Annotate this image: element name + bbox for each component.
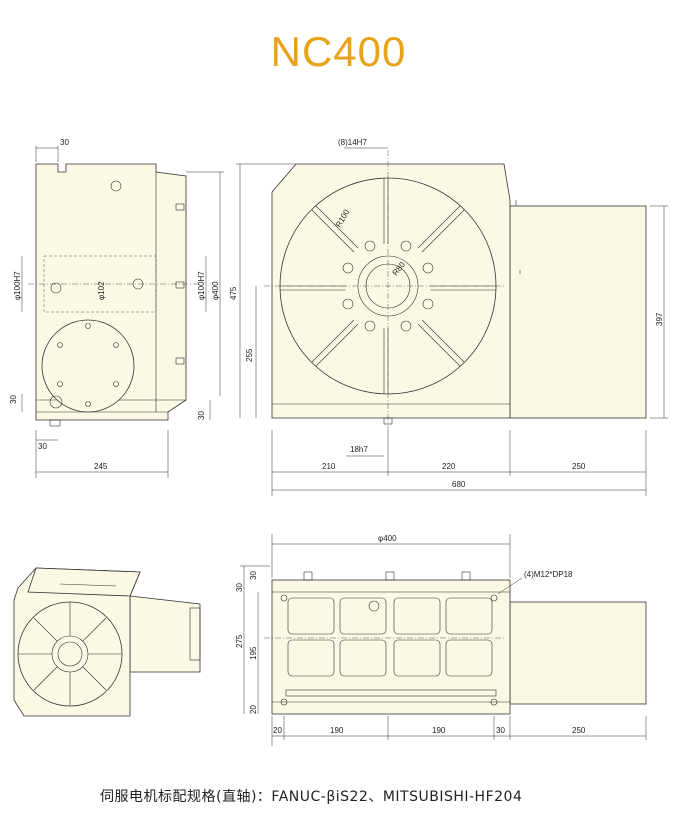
dim-front-680: 680 [452, 480, 466, 489]
dim-side-phi102: φ102 [97, 281, 106, 300]
dim-side-30-right: 30 [197, 411, 206, 420]
isometric-view [13, 567, 201, 717]
dim-front-250: 250 [572, 462, 586, 471]
motor-spec-caption: 伺服电机标配规格(直轴)：FANUC-βiS22、MITSUBISHI-HF20… [100, 789, 523, 805]
dim-top-30-b: 30 [249, 571, 258, 580]
page-title: NC400 [270, 28, 407, 75]
dim-front-397: 397 [655, 312, 664, 326]
dim-top-195: 195 [249, 646, 258, 660]
dim-side-255: 255 [245, 348, 254, 362]
dim-side-30-bottom: 30 [38, 442, 47, 451]
dim-top-m12: (4)M12*DP18 [524, 570, 573, 579]
dim-side-475: 475 [229, 286, 238, 300]
dim-front-220: 220 [442, 462, 456, 471]
dim-top-190-a: 190 [330, 726, 344, 735]
dim-top-30-bottom: 30 [496, 726, 505, 735]
side-view: 30 245 30 φ100H7 φ102 φ100H7 φ400 30 30 [9, 138, 224, 478]
dim-top-20-bottom: 20 [273, 726, 282, 735]
dim-top-275: 275 [235, 634, 244, 648]
top-motor-housing [509, 601, 647, 705]
dim-side-30-left: 30 [9, 395, 18, 404]
dim-front-14h7: (8)14H7 [338, 138, 367, 147]
dim-side-phi400: φ400 [211, 281, 220, 300]
top-view: φ400 (4)M12*DP18 30 30 275 195 20 20 190… [235, 534, 647, 746]
top-view-body [271, 579, 511, 715]
motor-housing [509, 205, 647, 419]
dim-top-190-b: 190 [432, 726, 446, 735]
dim-side-phi100-left: φ100H7 [13, 271, 22, 300]
dim-side-30-top: 30 [60, 138, 69, 147]
dim-top-20-left: 20 [249, 705, 258, 714]
front-view: (8)14H7 R100 R80 18h7 210 220 250 680 47… [229, 138, 668, 496]
dim-front-210: 210 [322, 462, 336, 471]
dim-side-245: 245 [94, 462, 108, 471]
dim-top-30-a: 30 [235, 583, 244, 592]
dim-top-phi400: φ400 [378, 534, 397, 543]
motor-flange [41, 319, 135, 413]
dim-side-phi100-right: φ100H7 [197, 271, 206, 300]
dim-front-18h7: 18h7 [350, 445, 368, 454]
dim-top-250: 250 [572, 726, 586, 735]
